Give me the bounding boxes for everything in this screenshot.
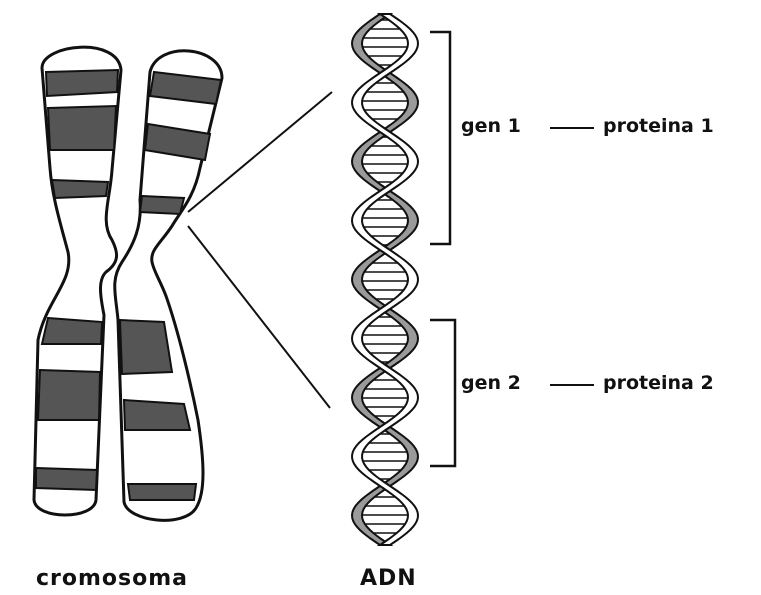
chromosome: [34, 47, 222, 520]
band: [46, 70, 118, 96]
zoom-line-bottom: [188, 226, 330, 408]
band: [42, 318, 102, 344]
chromatid-right: [115, 51, 222, 521]
band: [124, 400, 190, 430]
protein-2-label: proteina 2: [603, 372, 714, 394]
dna-double-helix: [352, 14, 418, 545]
gene-1-connector: [550, 127, 594, 129]
band: [36, 468, 97, 490]
band: [120, 320, 172, 374]
band: [52, 180, 108, 198]
dna-caption: ADN: [360, 566, 417, 591]
band: [128, 484, 196, 500]
protein-1-label: proteina 1: [603, 115, 714, 137]
band: [48, 106, 116, 150]
chromosome-caption: cromosoma: [36, 566, 188, 591]
gene-2-bracket: [430, 320, 455, 466]
gene-1-bracket: [430, 32, 450, 244]
band: [140, 196, 184, 214]
band: [38, 370, 100, 420]
gene-2-label: gen 2: [461, 372, 521, 394]
gene-1-label: gen 1: [461, 115, 521, 137]
gene-2-connector: [550, 384, 594, 386]
